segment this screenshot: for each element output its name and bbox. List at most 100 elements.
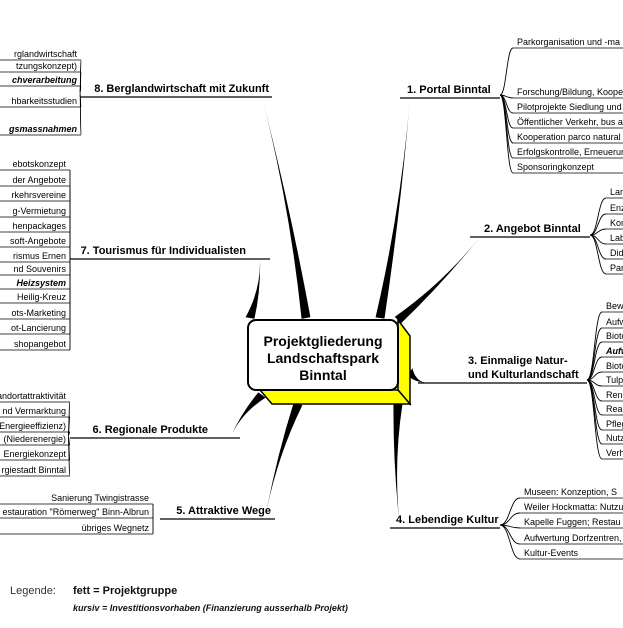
- branch-trunk: [262, 97, 311, 319]
- branch-trunk: [375, 98, 410, 319]
- branch-item: rismus Ernen: [13, 251, 66, 261]
- branch-item: ebotskonzept: [12, 159, 66, 169]
- branch-item: Aufw: [605, 346, 623, 356]
- central-node-title-line: Projektgliederung: [263, 333, 382, 349]
- branch-item: Pfleg: [606, 419, 623, 429]
- branch-item: Lar: [610, 187, 623, 197]
- branch-item: gsmassnahmen: [8, 124, 78, 134]
- branch-5-attraktive-wege: 5. Attraktive Wege Sanierung Twingistrass…: [0, 493, 275, 535]
- branch-title: 3. Einmalige Natur-: [468, 355, 568, 367]
- branch-3-einmalige-natur-und-kulturlandschaft: 3. Einmalige Natur-und Kulturlandschaft B…: [418, 301, 623, 460]
- branch-trunk: [407, 368, 428, 383]
- branch-item: Parkorganisation und -ma: [517, 37, 620, 47]
- branch-title: 2. Angebot Binntal: [484, 223, 581, 235]
- central-node-title-line: Landschaftspark: [267, 350, 379, 366]
- branch-item: Verh: [606, 448, 623, 458]
- item-connector: [499, 524, 521, 560]
- branch-item: Kooperation parco natural: [517, 132, 621, 142]
- branch-item: hbarkeitsstudien: [11, 96, 77, 106]
- item-connector: [79, 92, 82, 136]
- branch-item: übriges Wegnetz: [82, 523, 150, 533]
- central-node-face: [247, 319, 399, 391]
- branch-1-portal-binntal: 1. Portal Binntal Parkorganisation und -m…: [400, 37, 623, 174]
- branch-item: Sanierung Twingistrasse: [51, 493, 149, 503]
- branch-item: Biotc: [606, 361, 623, 371]
- branch-8-berglandwirtschaft-mit-zukunft: 8. Berglandwirtschaft mit Zukunft rglandw…: [0, 49, 272, 136]
- branch-item: nd Souvenirs: [13, 264, 66, 274]
- branch-item: Enz: [610, 203, 623, 213]
- branch-item: ots-Marketing: [11, 308, 66, 318]
- branch-title: 7. Tourismus für Individualisten: [81, 245, 247, 257]
- branch-trunk: [230, 392, 266, 438]
- branch-item: der Angebote: [12, 175, 66, 185]
- branch-trunks: [230, 97, 480, 528]
- branch-item: rkehrsvereine: [11, 190, 66, 200]
- branch-item: Bewi: [606, 301, 623, 311]
- branch-2-angebot-binntal: 2. Angebot Binntal LarEnzKomLabDidPar: [470, 187, 623, 275]
- legend-label: Legende:: [10, 585, 56, 597]
- branch-title: und Kulturlandschaft: [468, 369, 579, 381]
- branch-item: Tulpe: [606, 375, 623, 385]
- branch-title: 6. Regionale Produkte: [92, 424, 208, 436]
- branch-item: rglandwirtschaft: [14, 49, 78, 59]
- branch-item: soft-Angebote: [10, 236, 66, 246]
- central-node-title-line: Binntal: [299, 367, 346, 383]
- branch-item: estauration "Römerweg" Binn-Albrun: [3, 507, 149, 517]
- branch-item: Aufwertung Dorfzentren,: [524, 533, 622, 543]
- branch-trunk: [393, 403, 403, 528]
- branch-title: 5. Attraktive Wege: [176, 505, 271, 517]
- branch-item: Weiler Hockmatta: Nutzu: [524, 502, 623, 512]
- branch-trunk: [245, 259, 261, 319]
- branch-7-tourismus-fur-individualisten: 7. Tourismus für Individualisten ebotskon…: [0, 159, 270, 351]
- branch-item: Erfolgskontrolle, Erneuerun: [517, 147, 623, 157]
- branch-item: shopangebot: [14, 339, 67, 349]
- branch-item: Renat: [606, 390, 623, 400]
- branch-item: Lab: [610, 233, 623, 243]
- branch-item: Nutz: [606, 433, 623, 443]
- branch-trunk: [265, 402, 303, 519]
- branch-item: Kapelle Fuggen; Restau: [524, 517, 621, 527]
- branch-item: rgiestadt Binntal: [1, 465, 66, 475]
- branch-item: Energieeffizienz): [0, 421, 66, 431]
- branch-item: tzungskonzept): [16, 61, 77, 71]
- branch-item: Aufw: [606, 317, 623, 327]
- branch-item: andortattraktivität: [0, 391, 66, 401]
- branch-item: henpackages: [12, 221, 66, 231]
- branch-item: nd Vermarktung: [2, 406, 66, 416]
- branch-6-regionale-produkte: 6. Regionale Produkte andortattraktivität…: [0, 391, 240, 477]
- branch-item: Heilig-Kreuz: [17, 292, 67, 302]
- item-connector: [499, 94, 514, 174]
- branches: 1. Portal Binntal Parkorganisation und -m…: [0, 37, 623, 560]
- branch-item: ot-Lancierung: [11, 323, 66, 333]
- branch-title: 8. Berglandwirtschaft mit Zukunft: [94, 83, 269, 95]
- item-connector: [499, 47, 514, 96]
- branch-item: Reali: [606, 404, 623, 414]
- branch-item: Museen: Konzeption, S: [524, 487, 617, 497]
- branch-item: Energiekonzept: [3, 449, 66, 459]
- branch-item: g-Vermietung: [12, 206, 66, 216]
- item-connector: [589, 197, 607, 236]
- central-node-bottom: [258, 389, 412, 405]
- branch-item: Öffentlicher Verkehr, bus a: [517, 117, 623, 127]
- branch-title: 1. Portal Binntal: [407, 84, 491, 96]
- branch-item: Kom: [610, 218, 623, 228]
- branch-item: Heizsystem: [16, 278, 66, 288]
- branch-item: (Niederenergie): [3, 434, 66, 444]
- branch-item: Kultur-Events: [524, 548, 579, 558]
- branch-item: Biotc: [606, 331, 623, 341]
- branch-item: Pilotprojekte Siedlung und: [517, 102, 622, 112]
- item-connector: [67, 435, 71, 477]
- branch-item: chverarbeitung: [12, 75, 78, 85]
- branch-item: Par: [610, 263, 623, 273]
- branch-trunk: [394, 237, 480, 324]
- branch-item: Forschung/Bildung, Koope: [517, 87, 623, 97]
- item-connector: [589, 234, 607, 275]
- legend-bold-line: fett = Projektgruppe: [73, 585, 178, 597]
- branch-item: Did: [610, 248, 623, 258]
- legend-italic-line: kursiv = Investitionsvorhaben (Finanzier…: [73, 603, 348, 613]
- item-connector: [499, 512, 521, 526]
